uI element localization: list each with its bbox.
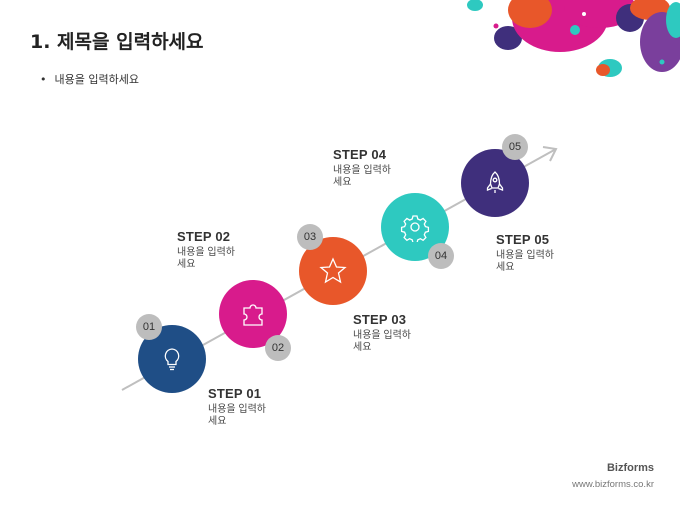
slide-title: 1. 제목을 입력하세요 — [30, 31, 204, 53]
step-01-text: STEP 01 내용을 입력하세요 — [208, 386, 268, 428]
step-03-label: STEP 03 — [353, 312, 407, 327]
star-icon — [319, 257, 347, 284]
step-05-desc: 내용을 입력하세요 — [496, 250, 554, 273]
step-01-number: 01 — [136, 314, 162, 340]
step-04-desc: 내용을 입력하세요 — [333, 165, 391, 188]
step-03-text: STEP 03 내용을 입력하세요 — [353, 312, 413, 354]
step-02-desc: 내용을 입력하세요 — [177, 247, 235, 270]
step-05-label: STEP 05 — [496, 232, 550, 247]
step-03-desc: 내용을 입력하세요 — [353, 330, 411, 353]
step-02-number: 02 — [265, 335, 291, 361]
bullet-dot: • — [40, 73, 47, 86]
gear-icon — [400, 215, 430, 242]
puzzle-icon — [243, 304, 263, 326]
lightbulb-icon — [164, 348, 180, 371]
step-05-text: STEP 05 내용을 입력하세요 — [496, 232, 556, 274]
step-04-text: STEP 04 내용을 입력하세요 — [333, 147, 393, 189]
step-01-label: STEP 01 — [208, 386, 262, 401]
step-02-text: STEP 02 내용을 입력하세요 — [177, 229, 237, 271]
step-05-circle — [461, 149, 529, 217]
footer-brand: Bizforms — [606, 462, 654, 474]
rocket-icon — [486, 171, 504, 193]
step-01-desc: 내용을 입력하세요 — [208, 404, 266, 427]
step-05-number: 05 — [502, 134, 528, 160]
step-04-number: 04 — [428, 243, 454, 269]
footer-url: www.bizforms.co.kr — [572, 479, 654, 490]
bullet-item: • 내용을 입력하세요 — [40, 71, 139, 87]
step-02-label: STEP 02 — [177, 229, 231, 244]
step-04-label: STEP 04 — [333, 147, 387, 162]
step-03-number: 03 — [297, 224, 323, 250]
bullet-text: 내용을 입력하세요 — [54, 73, 139, 86]
